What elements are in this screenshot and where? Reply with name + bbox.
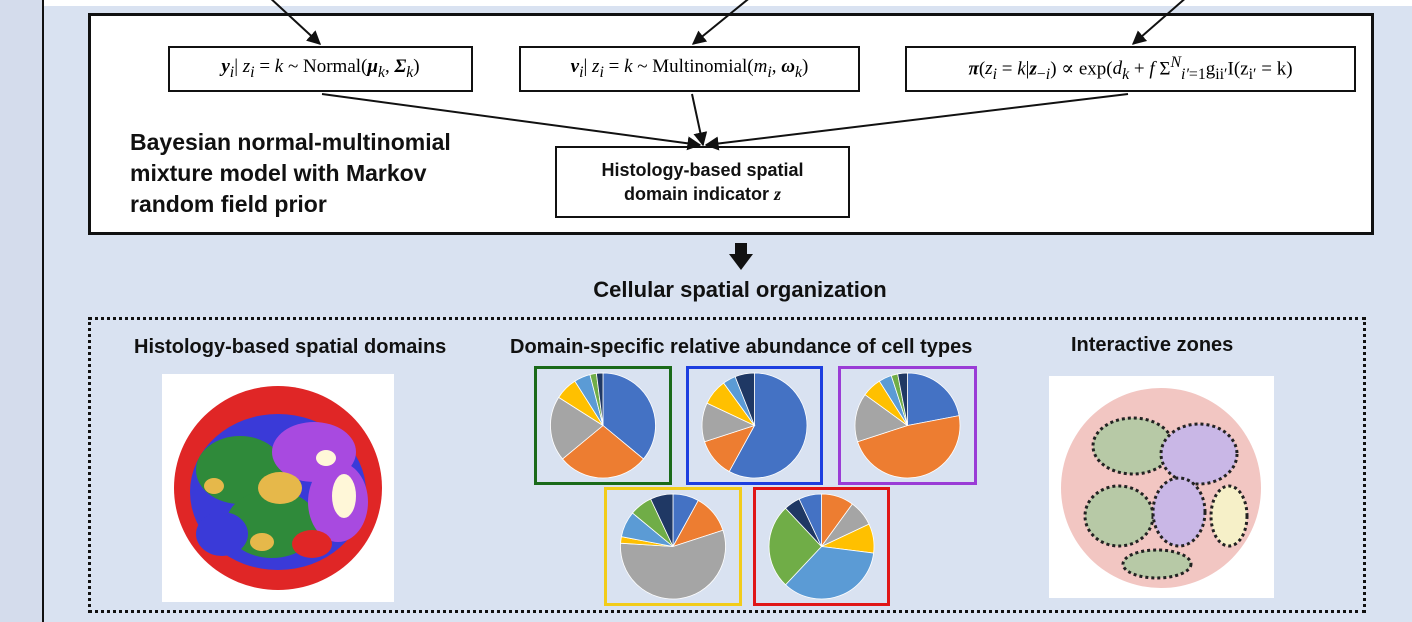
cellular-organization-title: Cellular spatial organization: [593, 277, 887, 302]
arrow-formula-2-to-indicator: [691, 93, 708, 147]
pie-slice: [650, 493, 674, 547]
pie-slice: [784, 546, 875, 600]
spatial-domains-map: [162, 374, 394, 602]
pie-slice: [602, 372, 656, 460]
pie-chart-4: [620, 493, 726, 600]
pie-frame-blue: [686, 366, 823, 485]
pie-slice: [728, 372, 808, 479]
interactive-zones-map: [1049, 376, 1274, 598]
pie-frame-purple: [838, 366, 977, 485]
indicator-line-2: domain indicator z: [623, 184, 782, 204]
arrow-into-formula-1: [270, 0, 322, 45]
pie-frame-yellow: [604, 487, 742, 606]
pie-slice: [734, 372, 755, 426]
model-title: Bayesian normal-multinomial mixture mode…: [130, 129, 451, 217]
spatial-domains-image: [174, 386, 382, 590]
pie-slice: [907, 372, 960, 426]
indicator-line-1: Histology-based spatial: [601, 160, 804, 180]
arrow-into-formula-2: [691, 0, 749, 45]
pie-frame-red: [753, 487, 890, 606]
pie-slice: [595, 372, 604, 426]
label-relative-abundance: Domain-specific relative abundance of ce…: [510, 336, 973, 358]
pie-slice: [854, 394, 909, 443]
pie-slice: [798, 493, 822, 547]
formula-multinomial: vi| zi = k ~ Multinomial(mi, ωk): [519, 46, 860, 92]
label-spatial-domains: Histology-based spatial domains: [134, 336, 447, 358]
left-border-strip: [0, 0, 44, 622]
results-dotted-box: [88, 317, 1366, 613]
label-interactive-zones: Interactive zones: [1071, 334, 1234, 356]
arrow-formula-3-to-indicator: [704, 93, 1129, 151]
interactive-zones-image: [1061, 388, 1261, 588]
pie-frame-green: [534, 366, 672, 485]
pie-chart-1: [550, 372, 656, 479]
spatial-domain-indicator-box: Histology-based spatial domain indicator…: [555, 146, 850, 218]
pie-slice: [897, 372, 908, 426]
pie-chart-2: [701, 372, 808, 479]
arrow-formula-1-to-indicator: [321, 93, 702, 151]
pie-slice: [561, 424, 645, 479]
formula-mrf-prior: π(zi = k|z−i) ∝ exp(dk + f ΣNi′=1gii′I(z…: [905, 46, 1356, 92]
pie-slice: [857, 415, 961, 479]
down-block-arrow: [729, 243, 753, 270]
pie-slice: [620, 529, 726, 600]
pie-chart-3: [854, 372, 961, 479]
arrow-into-formula-3: [1131, 0, 1185, 45]
formula-normal: yi| zi = k ~ Normal(μk, Σk): [168, 46, 473, 92]
top-edge: [44, 0, 1412, 6]
pie-slice: [768, 507, 823, 586]
pie-slice: [550, 396, 604, 460]
pie-chart-5: [768, 493, 875, 600]
